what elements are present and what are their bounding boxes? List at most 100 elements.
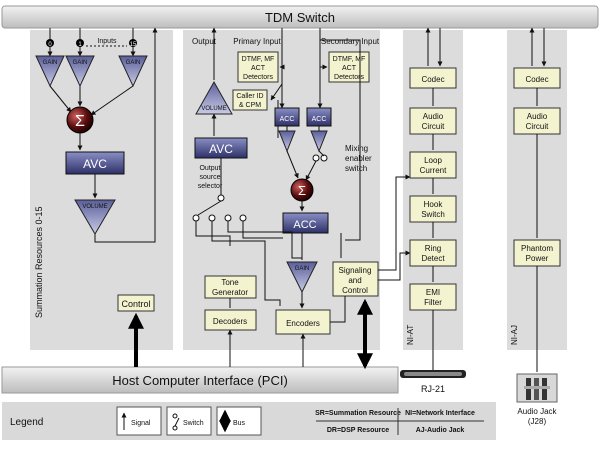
ni-at-emi-filter-block: EMI Filter	[409, 283, 457, 311]
ni-at-loop-current-block: Loop Current	[409, 151, 457, 179]
legend: Legend Signal Switch Bus SR=Summation Re…	[2, 402, 496, 440]
audio-jack-label-2: (J28)	[528, 417, 547, 426]
svg-text:Codec: Codec	[525, 75, 548, 84]
ni-aj-side-label: NI-AJ	[510, 325, 519, 345]
svg-text:ACC: ACC	[293, 219, 316, 231]
tdm-switch-bar	[1, 5, 599, 29]
svg-text:Current: Current	[420, 166, 447, 175]
secondary-input-label: Secondary Input	[321, 37, 380, 46]
svg-text:and: and	[348, 276, 361, 285]
inputs-label: Inputs	[97, 38, 117, 45]
svg-text:Detectors: Detectors	[334, 74, 364, 81]
svg-text:ACC: ACC	[312, 116, 327, 123]
svg-text:Σ: Σ	[75, 113, 85, 130]
svg-text:DTMF, MF: DTMF, MF	[242, 56, 275, 63]
mixing-enabler-label-3: switch	[345, 164, 367, 173]
input-number-0: 0	[48, 42, 52, 48]
svg-text:Σ: Σ	[298, 183, 306, 198]
svg-text:Circuit: Circuit	[422, 122, 445, 131]
pci-bar	[1, 366, 399, 394]
summation-volume-triangle: VOLUME	[74, 199, 116, 235]
selector-contact-2	[208, 214, 216, 222]
svg-text:GAIN: GAIN	[73, 60, 88, 66]
svg-text:Detectors: Detectors	[243, 74, 273, 81]
legend-bus-label: Bus	[233, 420, 246, 427]
primary-detectors-block: DTMF, MF ACT Detectors	[237, 51, 279, 83]
secondary-detectors-block: DTMF, MF ACT Detectors	[328, 51, 370, 83]
legend-signal-label: Signal	[131, 420, 151, 427]
tdm-switch-label: TDM Switch	[265, 10, 335, 25]
selector-contact-3	[224, 214, 232, 222]
signaling-control-block: Signaling and Control	[332, 261, 379, 297]
svg-text:Control: Control	[121, 299, 150, 309]
legend-switch-label: Switch	[183, 420, 204, 427]
ni-at-side-label: NI-AT	[406, 325, 415, 345]
svg-text:VOLUME: VOLUME	[82, 204, 107, 210]
gain-triangle-15: GAIN	[118, 55, 148, 88]
selector-contact-4	[239, 214, 247, 222]
ni-aj-phantom-power-block: Phantom Power	[513, 239, 561, 267]
svg-text:& CPM: & CPM	[239, 102, 261, 109]
rj21-connector	[400, 370, 466, 378]
svg-text:Switch: Switch	[421, 210, 445, 219]
ni-aj-codec-block: Codec	[513, 67, 561, 89]
svg-text:Loop: Loop	[424, 156, 442, 165]
svg-text:VOLUME: VOLUME	[201, 106, 226, 112]
svg-text:AVC: AVC	[83, 157, 107, 171]
svg-text:Detect: Detect	[421, 254, 445, 263]
summer-node: Σ	[66, 106, 94, 134]
ni-at-ring-detect-block: Ring Detect	[409, 239, 457, 267]
svg-text:Signaling: Signaling	[339, 266, 372, 275]
summation-side-label: Summation Resources 0-15	[34, 206, 44, 318]
audio-jack-icon	[516, 373, 558, 403]
svg-text:AVC: AVC	[209, 142, 233, 156]
acc-secondary-block: ACC	[306, 107, 332, 127]
svg-text:Circuit: Circuit	[526, 122, 549, 131]
svg-text:Power: Power	[526, 254, 549, 263]
output-source-label-2: source	[199, 174, 220, 181]
svg-text:Decoders: Decoders	[213, 317, 247, 326]
svg-text:DTMF, MF: DTMF, MF	[333, 56, 366, 63]
output-source-label-3: selector	[198, 183, 223, 190]
svg-text:Caller ID: Caller ID	[236, 93, 263, 100]
input-number-1: 1	[78, 42, 82, 48]
gain-triangle-1: GAIN	[65, 55, 95, 88]
output-label: Output	[192, 37, 217, 46]
svg-text:Control: Control	[342, 286, 368, 295]
summation-avc-block: AVC	[65, 151, 125, 175]
svg-text:Audio: Audio	[527, 112, 548, 121]
ni-at-hook-switch-block: Hook Switch	[409, 195, 457, 223]
decoders-block: Decoders	[204, 309, 257, 331]
legend-def-dr: DR=DSP Resource	[327, 427, 389, 434]
audio-jack-label-1: Audio Jack	[517, 407, 557, 416]
svg-text:Filter: Filter	[424, 298, 442, 307]
mixing-enabler-label-1: Mixing	[345, 144, 368, 153]
svg-text:ACT: ACT	[342, 65, 357, 72]
primary-input-label: Primary Input	[233, 37, 281, 46]
ni-at-audio-circuit-block: Audio Circuit	[409, 107, 457, 135]
svg-text:GAIN: GAIN	[43, 60, 58, 66]
svg-text:Phantom: Phantom	[521, 244, 553, 253]
mixing-enabler-label-2: enabler	[345, 154, 372, 163]
legend-def-aj: AJ-Audio Jack	[416, 427, 465, 434]
legend-def-ni: NI=Network Interface	[405, 410, 475, 417]
dsp-summer-node: Σ	[290, 178, 314, 202]
svg-text:Audio: Audio	[423, 112, 444, 121]
svg-text:Codec: Codec	[421, 75, 444, 84]
pci-label: Host Computer Interface (PCI)	[112, 373, 288, 388]
acc-primary-block: ACC	[274, 107, 300, 127]
caller-id-block: Caller ID & CPM	[232, 89, 268, 111]
svg-text:GAIN: GAIN	[295, 266, 310, 272]
legend-def-sr: SR=Summation Resource	[315, 410, 401, 417]
svg-text:Hook: Hook	[424, 200, 444, 209]
ni-aj-audio-circuit-block: Audio Circuit	[513, 107, 561, 135]
gain-triangle-0: GAIN	[35, 55, 65, 88]
svg-text:GAIN: GAIN	[126, 60, 141, 66]
svg-text:EMI: EMI	[426, 288, 440, 297]
svg-text:Generator: Generator	[212, 288, 248, 297]
svg-text:ACC: ACC	[280, 116, 295, 123]
svg-text:ACT: ACT	[251, 65, 266, 72]
dsp-gain-triangle: GAIN	[286, 261, 318, 294]
svg-text:Encoders: Encoders	[286, 319, 320, 328]
